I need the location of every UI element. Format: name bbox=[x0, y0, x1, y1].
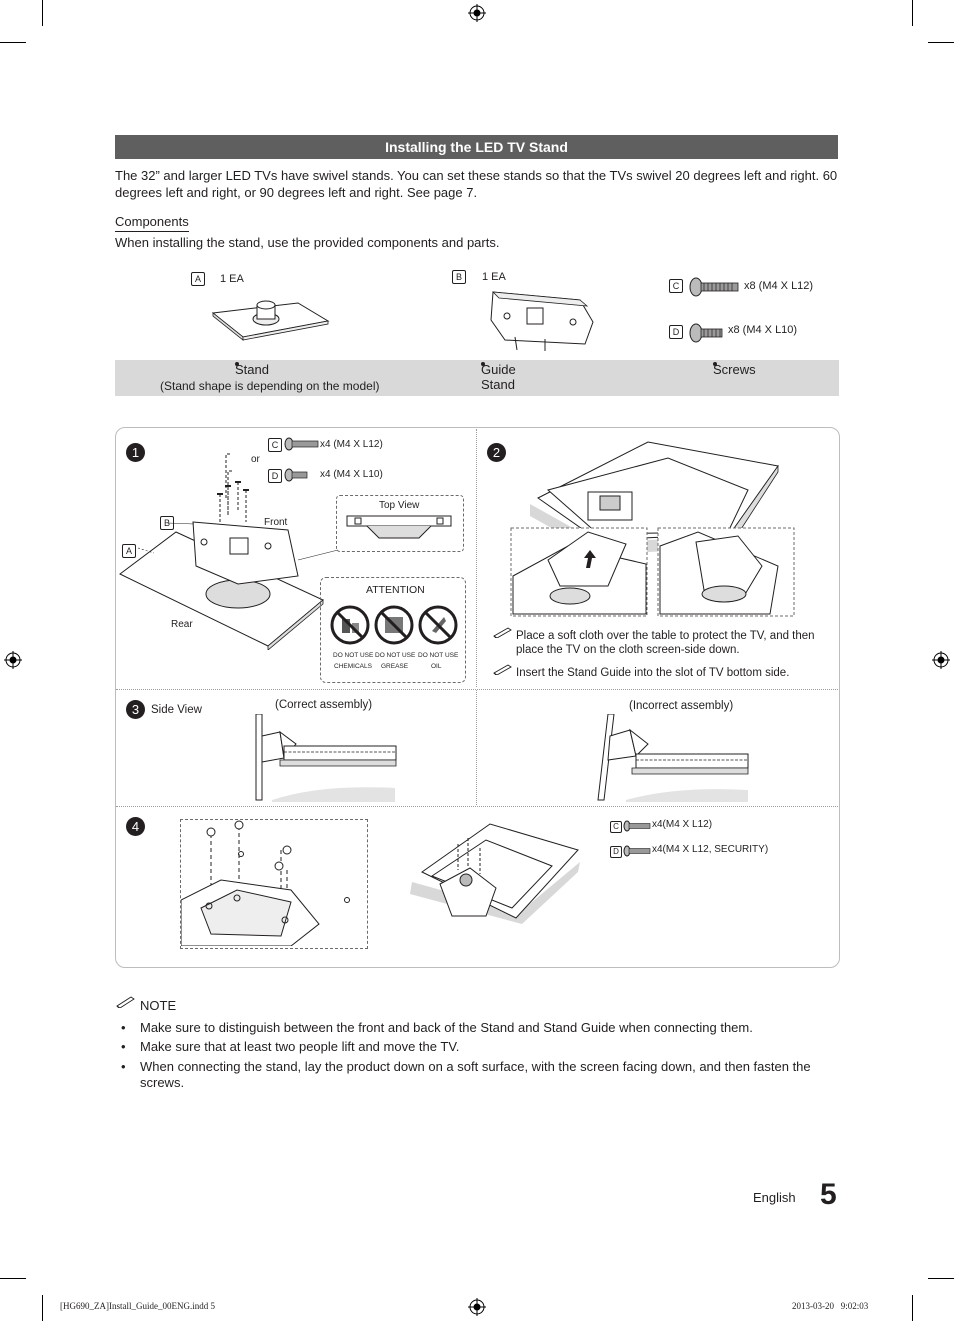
stand-illustration bbox=[208, 295, 333, 350]
no-oil-icon bbox=[418, 605, 458, 645]
step2-illustration bbox=[508, 436, 798, 620]
top-view-label: Top View bbox=[379, 500, 419, 511]
stand-note: (Stand shape is depending on the model) bbox=[160, 379, 380, 393]
crop-mark bbox=[42, 1295, 43, 1321]
note-heading: NOTE bbox=[140, 998, 176, 1013]
crop-mark bbox=[0, 1278, 26, 1279]
step-2-number: 2 bbox=[487, 443, 506, 462]
registration-mark-icon bbox=[468, 4, 486, 22]
incorrect-assembly-illustration bbox=[596, 714, 752, 802]
component-letter-d: D bbox=[669, 325, 683, 339]
warning-2a: DO NOT USE bbox=[375, 652, 415, 659]
registration-mark-icon bbox=[468, 1298, 486, 1316]
top-view-illustration bbox=[345, 512, 453, 542]
page-number: 5 bbox=[820, 1178, 837, 1212]
registration-mark-icon bbox=[932, 651, 950, 669]
incorrect-assembly-label: (Incorrect assembly) bbox=[629, 700, 733, 712]
step2-note-1: Place a soft cloth over the table to pro… bbox=[516, 629, 826, 657]
step2-note-2: Insert the Stand Guide into the slot of … bbox=[516, 666, 826, 680]
step1-c-qty: x4 (M4 X L12) bbox=[320, 439, 383, 450]
note-item: Make sure that at least two people lift … bbox=[115, 1039, 839, 1055]
guide-label: Guide Stand bbox=[481, 362, 516, 392]
correct-assembly-label: (Correct assembly) bbox=[275, 699, 372, 711]
note-item: Make sure to distinguish between the fro… bbox=[115, 1020, 839, 1036]
crop-mark bbox=[928, 42, 954, 43]
section-title: Installing the LED TV Stand bbox=[115, 135, 838, 159]
divider bbox=[476, 690, 477, 805]
registration-mark-icon bbox=[4, 651, 22, 669]
note-list: Make sure to distinguish between the fro… bbox=[115, 1016, 839, 1091]
correct-assembly-illustration bbox=[250, 714, 400, 802]
step4-detail-illustration bbox=[181, 820, 365, 946]
divider bbox=[116, 806, 838, 807]
component-c-qty: x8 (M4 X L12) bbox=[744, 280, 813, 292]
component-a-qty: 1 EA bbox=[220, 273, 244, 285]
component-letter-a: A bbox=[191, 272, 205, 286]
crop-mark bbox=[42, 0, 43, 26]
step4-letter-c: C bbox=[610, 821, 622, 833]
divider bbox=[116, 689, 838, 690]
crop-mark bbox=[912, 0, 913, 26]
stand-label: Stand bbox=[235, 362, 269, 377]
warning-1a: DO NOT USE bbox=[333, 652, 373, 659]
step4-letter-d: D bbox=[610, 846, 622, 858]
screw-d-icon bbox=[688, 322, 724, 344]
step4-c-qty: x4(M4 X L12) bbox=[652, 819, 712, 830]
guide-stand-illustration bbox=[485, 282, 600, 352]
side-view-label: Side View bbox=[151, 704, 202, 716]
step4-d-qty: x4(M4 X L12, SECURITY) bbox=[652, 844, 768, 855]
warning-3b: OIL bbox=[431, 663, 441, 670]
divider bbox=[476, 429, 477, 687]
step-4-number: 4 bbox=[126, 817, 145, 836]
warning-2b: GREASE bbox=[381, 663, 408, 670]
note-item: When connecting the stand, lay the produ… bbox=[115, 1059, 839, 1091]
screw-d-icon bbox=[623, 845, 651, 857]
warning-3a: DO NOT USE bbox=[418, 652, 458, 659]
no-chemicals-icon bbox=[330, 605, 370, 645]
footer-language: English bbox=[753, 1190, 796, 1205]
screw-c-icon bbox=[623, 820, 651, 832]
warning-1b: CHEMICALS bbox=[334, 663, 372, 670]
note-pencil-icon bbox=[493, 626, 513, 638]
crop-mark bbox=[0, 42, 26, 43]
no-grease-icon bbox=[374, 605, 414, 645]
note-pencil-icon bbox=[493, 663, 513, 675]
attention-label: ATTENTION bbox=[366, 584, 425, 596]
step-3-number: 3 bbox=[126, 700, 145, 719]
component-letter-c: C bbox=[669, 279, 683, 293]
crop-mark bbox=[928, 1278, 954, 1279]
screw-c-icon bbox=[688, 276, 740, 298]
step1-illustration bbox=[118, 450, 338, 650]
crop-mark bbox=[912, 1295, 913, 1321]
slug-filename: [HG690_ZA]Install_Guide_00ENG.indd 5 bbox=[60, 1301, 215, 1311]
component-d-qty: x8 (M4 X L10) bbox=[728, 324, 797, 336]
note-pencil-icon bbox=[116, 995, 136, 1008]
component-letter-b: B bbox=[452, 270, 466, 284]
screws-label: Screws bbox=[713, 362, 756, 377]
intro-paragraph: The 32” and larger LED TVs have swivel s… bbox=[115, 167, 839, 201]
components-heading: Components bbox=[115, 214, 189, 232]
step4-tv-illustration bbox=[340, 822, 595, 946]
slug-date: 2013-03-20 9:02:03 bbox=[792, 1301, 868, 1311]
components-text: When installing the stand, use the provi… bbox=[115, 235, 499, 250]
component-names-row: Stand (Stand shape is depending on the m… bbox=[115, 360, 839, 396]
